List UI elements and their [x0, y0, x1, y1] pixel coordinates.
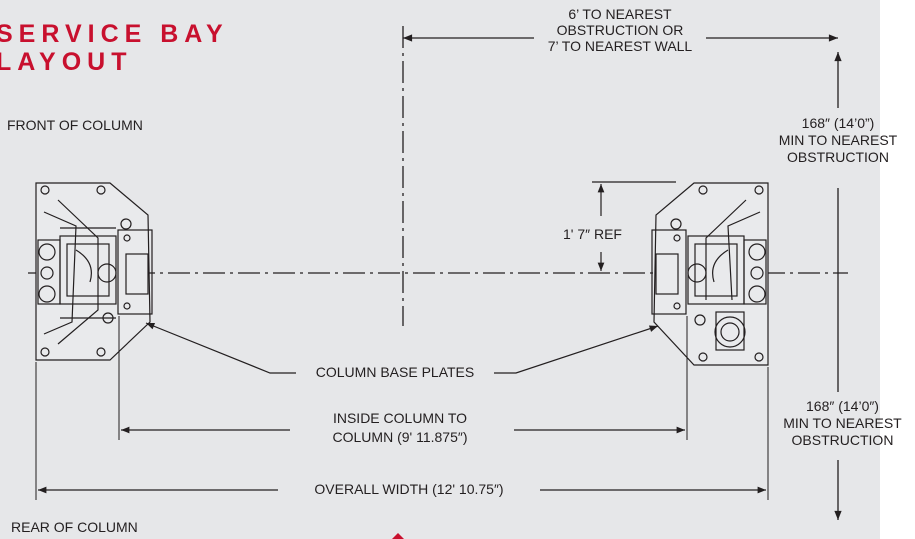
page-title-line2: LAYOUT [0, 48, 133, 76]
column-base-plates-label: COLUMN BASE PLATES [315, 364, 475, 380]
front-of-column-label: FRONT OF COLUMN [7, 117, 143, 133]
inside-column-label-line1: INSIDE COLUMN TO [332, 410, 468, 426]
obstruction-label-line2: OBSTRUCTION OR [556, 22, 684, 38]
inside-column-label-line2: COLUMN (9' 11.875″) [332, 429, 468, 445]
right-column-base-plate [651, 182, 769, 366]
ref-dimension [592, 181, 676, 271]
rear-of-column-label: REAR OF COLUMN [11, 519, 138, 535]
rear-clearance-line3: OBSTRUCTION [791, 432, 894, 448]
front-clearance-line3: OBSTRUCTION [787, 149, 889, 165]
base-plate-leaders [145, 322, 659, 374]
ref-dimension-label: 1' 7″ REF [563, 226, 622, 242]
obstruction-label-line3: 7’ TO NEAREST WALL [547, 38, 693, 54]
front-clearance-line2: MIN TO NEAREST [778, 132, 898, 148]
red-marker-icon [392, 533, 404, 539]
layout-diagram [28, 26, 848, 539]
overall-width-label: OVERALL WIDTH (12' 10.75″) [314, 481, 504, 497]
extension-lines [35, 316, 769, 500]
rear-clearance-line2: MIN TO NEAREST [783, 415, 902, 431]
front-clearance-line1: 168″ (14’0”) [801, 115, 875, 131]
rear-clearance-line1: 168″ (14’0″) [806, 398, 879, 414]
left-column-base-plate [35, 182, 153, 361]
obstruction-label-line1: 6’ TO NEAREST [568, 6, 672, 22]
page-title-line1: SERVICE BAY [0, 20, 229, 48]
